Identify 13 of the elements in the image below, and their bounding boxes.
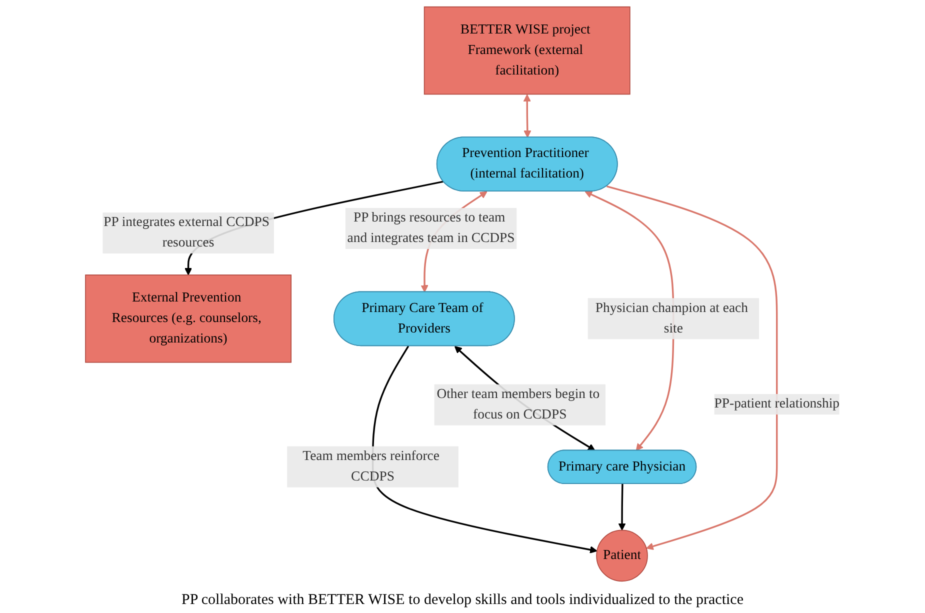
- edge-label: PP brings resources to team and integrates team in CCDPS: [345, 208, 517, 250]
- oval-node: Primary Care Team of Providers: [334, 291, 515, 346]
- edge-label: Physician champion at each site: [588, 298, 760, 340]
- edge-label: Team members reinforce CCDPS: [287, 446, 458, 488]
- note-text: PP collaborates with BETTER WISE to develop skills and tools individualized to the practice: [182, 592, 744, 609]
- edge-label: Other team members begin to focus on CCDPS: [434, 384, 606, 426]
- process-box: External Prevention Resources (e.g. counselors, organizations): [85, 274, 292, 363]
- process-box: BETTER WISE project Framework (external facilitation): [424, 6, 630, 95]
- oval-node: Primary care Physician: [547, 450, 697, 484]
- edge-label: PP integrates external CCDPS resources: [102, 212, 274, 254]
- circle-node: Patient: [596, 530, 648, 582]
- edge-label: PP-patient relationship: [714, 394, 840, 415]
- oval-node: Prevention Practitioner (internal facilitation): [436, 136, 618, 192]
